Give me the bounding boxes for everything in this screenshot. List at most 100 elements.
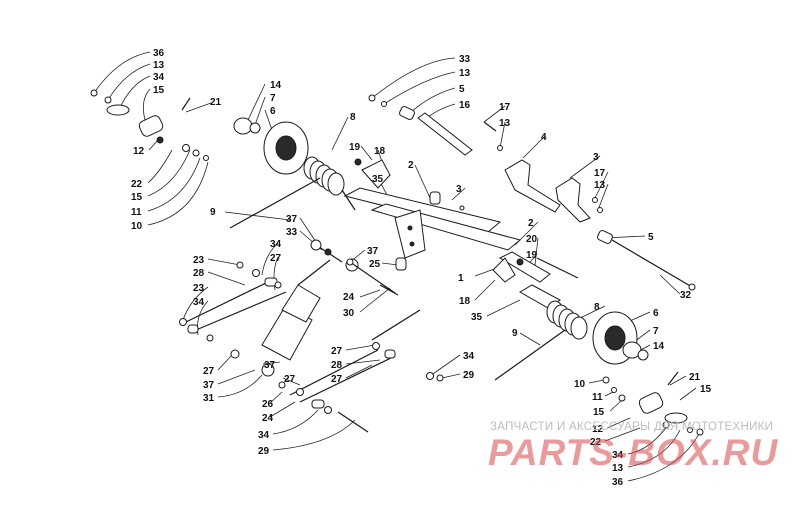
callout: 2: [408, 160, 414, 171]
callout: 34: [193, 297, 205, 308]
callout: 29: [258, 446, 270, 457]
callout: 24: [343, 292, 355, 303]
callout: 14: [653, 341, 665, 352]
torsion-spring: [303, 156, 345, 196]
front-arm-bracket: [504, 159, 561, 213]
watermark-caption: ЗАПЧАСТИ И АКСЕССУАРЫ ДЛЯ МОТОТЕХНИКИ: [490, 421, 774, 433]
callout: 8: [350, 112, 356, 123]
washer: [296, 388, 304, 396]
callout: 34: [270, 239, 282, 250]
washer: [662, 421, 670, 429]
callout: 11: [592, 392, 603, 403]
callout: 28: [331, 360, 343, 371]
bolt-hole: [407, 225, 413, 231]
spring-arm: [229, 177, 321, 229]
nut: [516, 258, 524, 266]
washer: [104, 96, 112, 104]
washer: [372, 342, 380, 350]
spring-arm: [494, 329, 566, 381]
callout: 22: [590, 437, 602, 448]
callout: 13: [612, 463, 624, 474]
washer: [324, 406, 332, 414]
parts: [90, 89, 704, 436]
callout: 37: [203, 380, 215, 391]
callout: 6: [270, 106, 276, 117]
callout: 16: [459, 100, 471, 111]
shock-upper-body: [281, 284, 321, 323]
callout: 30: [343, 308, 355, 319]
callout: 12: [592, 424, 604, 435]
spacer: [637, 349, 649, 361]
center-plate: [394, 209, 426, 259]
callout: 20: [526, 234, 538, 245]
bushing: [429, 191, 441, 205]
callout: 37: [367, 246, 379, 257]
callout: 32: [680, 290, 692, 301]
arm-bracket: [555, 177, 591, 223]
bolt: [181, 97, 191, 111]
bushing: [399, 105, 415, 121]
shaft: [536, 257, 579, 279]
washer: [611, 387, 617, 393]
callout: 31: [203, 393, 215, 404]
bushing: [597, 229, 613, 245]
callout: 34: [258, 430, 270, 441]
bearing: [233, 117, 253, 135]
callout: 17: [499, 102, 511, 113]
callout: 27: [203, 366, 215, 377]
rear-arm-lower: [289, 349, 379, 396]
callout: 34: [612, 450, 624, 461]
washer: [618, 394, 626, 402]
callout: 21: [689, 372, 701, 383]
washer: [230, 349, 240, 359]
callout: 33: [459, 54, 471, 65]
callout: 15: [131, 192, 143, 203]
nut: [203, 155, 209, 161]
callout: 6: [653, 308, 659, 319]
callout: 25: [369, 259, 381, 270]
idler-hub: [275, 135, 297, 161]
callout: 10: [131, 221, 143, 232]
spring-ring: [106, 104, 130, 116]
callout: 26: [262, 399, 274, 410]
callout: 18: [374, 146, 386, 157]
bolt-head: [688, 283, 696, 291]
callout: 27: [331, 346, 343, 357]
callout: 18: [459, 296, 471, 307]
pivot-tube: [498, 251, 551, 283]
shock-lower-eye: [261, 363, 275, 377]
washer: [274, 281, 282, 289]
callout: 5: [459, 84, 465, 95]
callout: 37: [264, 360, 276, 371]
idler-hub: [604, 325, 626, 351]
callout: 34: [153, 72, 165, 83]
callout: 13: [459, 68, 471, 79]
bolt-head: [90, 89, 98, 97]
bolt: [337, 411, 369, 433]
callout: 27: [331, 374, 343, 385]
washer: [687, 427, 693, 433]
grease-fitting: [459, 205, 465, 211]
callout: 28: [193, 268, 205, 279]
callout: 10: [574, 379, 586, 390]
washer: [278, 381, 286, 389]
bushing: [311, 399, 325, 409]
callout: 36: [153, 48, 165, 59]
washer: [206, 334, 214, 342]
nut: [156, 136, 164, 144]
callout: 37: [286, 214, 298, 225]
callout: 3: [593, 152, 599, 163]
bolt: [483, 121, 497, 132]
callout: 24: [262, 413, 274, 424]
callout: 9: [512, 328, 518, 339]
callout: 34: [463, 351, 475, 362]
callout: 13: [499, 118, 511, 129]
rear-arm-upper-2: [195, 291, 287, 331]
nut: [354, 158, 362, 166]
rear-arm-lower-2: [299, 355, 396, 403]
callout-labels: 36 13 34 15 12 22 15 11 10 21 14 7 6 8 9…: [131, 48, 712, 488]
callout: 13: [594, 180, 606, 191]
nut: [602, 376, 610, 384]
long-shaft: [611, 239, 693, 288]
nut: [436, 374, 444, 382]
